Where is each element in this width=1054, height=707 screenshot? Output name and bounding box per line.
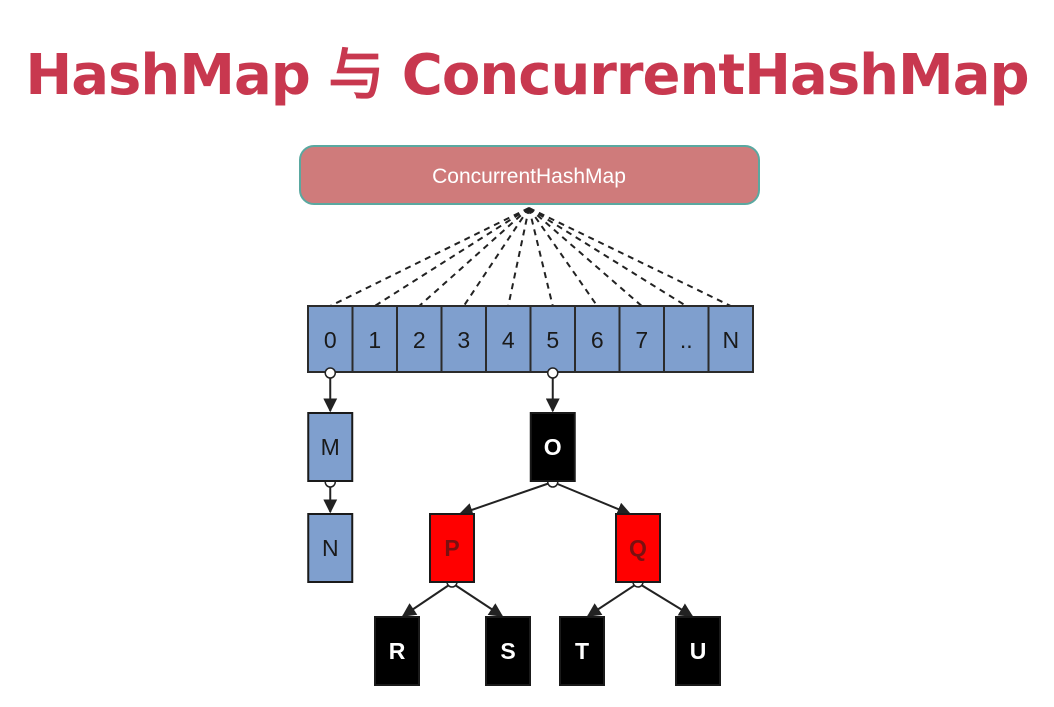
bucket-cell: 7 [618, 305, 665, 373]
connector-dot [547, 367, 559, 379]
bucket-cell: 2 [396, 305, 443, 373]
bucket-cell: 0 [307, 305, 354, 373]
linked-list: MN [307, 412, 354, 583]
bucket-label: 3 [457, 327, 470, 353]
dashed-connector [329, 207, 530, 307]
red-black-tree: O P Q R S T U [374, 412, 721, 686]
dashed-connector [528, 207, 732, 307]
list-node-label: N [322, 535, 339, 561]
edge-arrow [637, 582, 694, 617]
bucket-cell: 6 [574, 305, 621, 373]
dashed-connector [528, 207, 643, 307]
bucket-cell: .. [663, 305, 710, 373]
tree-node-root-label: O [544, 434, 562, 460]
bucket-label: 5 [546, 327, 559, 353]
bucket-cell: 5 [529, 305, 576, 373]
bucket-label: 6 [591, 327, 604, 353]
tree-node-black: S [485, 616, 531, 686]
edge-arrow [451, 582, 504, 617]
bucket-label: 4 [502, 327, 515, 353]
list-node: M [307, 412, 354, 482]
bucket-array: 0 1 2 3 4 5 6 7.. N [307, 305, 754, 373]
tree-node-red: P [429, 513, 475, 583]
tree-node-root: O [529, 412, 576, 482]
tree-node-red: Q [615, 513, 661, 583]
tree-node-red-label: Q [629, 535, 647, 561]
tree-node-black-label: U [690, 638, 707, 664]
bucket-label: 0 [324, 327, 337, 353]
edge-arrow [552, 481, 632, 516]
edge-arrow [458, 481, 554, 517]
bucket-label: 7 [635, 327, 648, 353]
bucket-connector-lines [329, 207, 732, 307]
tree-node-black: T [559, 616, 605, 686]
bucket-cell: 4 [485, 305, 532, 373]
dashed-connector [507, 207, 530, 307]
dashed-connector [528, 207, 599, 307]
dashed-connector [462, 207, 530, 307]
bucket-label: N [722, 327, 739, 353]
bucket-cell: N [707, 305, 754, 373]
edge-arrow [401, 582, 453, 617]
tree-node-black: R [374, 616, 420, 686]
root-node-label: ConcurrentHashMap [432, 165, 626, 188]
dashed-connector [528, 207, 554, 307]
page-title: HashMap 与 ConcurrentHashMap [25, 43, 1029, 108]
bucket-cell: 1 [351, 305, 398, 373]
list-node: N [307, 513, 354, 583]
tree-node-black-label: R [389, 638, 406, 664]
root-node: ConcurrentHashMap [299, 145, 760, 205]
list-node-label: M [321, 434, 340, 460]
dashed-connector [528, 207, 687, 307]
connector-dot [324, 367, 336, 379]
edge-arrow [586, 582, 639, 617]
tree-node-black-label: T [575, 638, 589, 664]
dashed-connector [418, 207, 530, 307]
tree-node-red-label: P [444, 535, 459, 561]
tree-node-black: U [675, 616, 721, 686]
dashed-connector [374, 207, 530, 307]
bucket-cell: 3 [440, 305, 487, 373]
bucket-label: 1 [368, 327, 381, 353]
bucket-label: 2 [413, 327, 426, 353]
bucket-label: .. [680, 327, 693, 353]
tree-node-black-label: S [500, 638, 515, 664]
